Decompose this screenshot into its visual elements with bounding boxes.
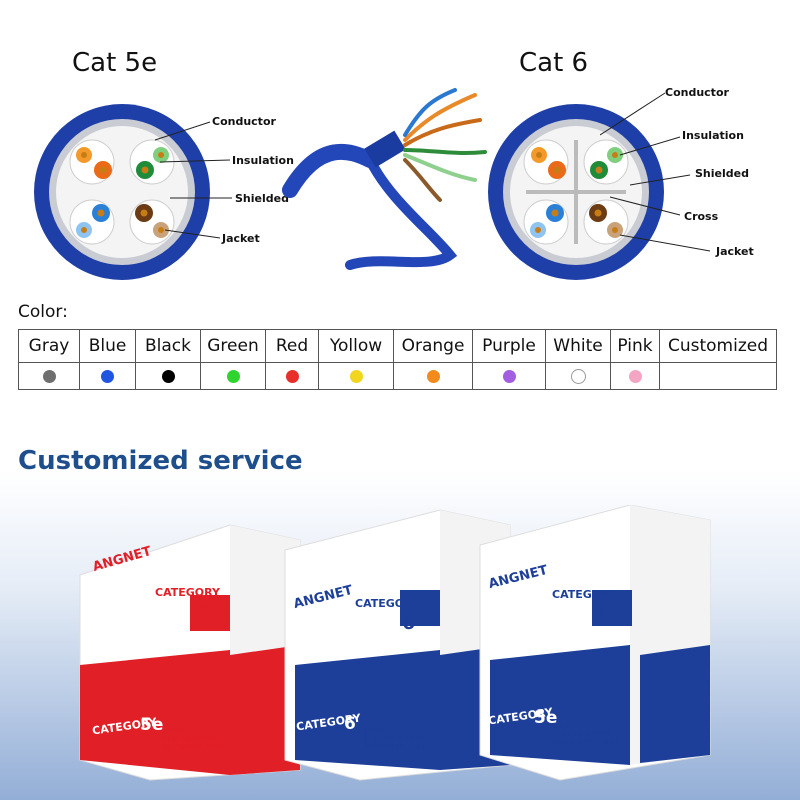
color-swatch-row [18, 362, 777, 390]
color-name-row: Gray Blue Black Green Red Yollow Orange … [18, 329, 777, 363]
blue-swatch [101, 369, 114, 383]
cat6-cross-section-diagram [488, 104, 664, 280]
color-name-gray: Gray [18, 329, 80, 363]
gray-swatch [42, 369, 56, 383]
cat5e-title: Cat 5e [72, 48, 158, 78]
color-name-customized: Customized [659, 329, 777, 363]
color-label: Color: [18, 302, 68, 322]
box2-category-value: 6 [402, 612, 416, 634]
color-options-table: Gray Blue Black Green Red Yollow Orange … [18, 329, 777, 390]
cat6-callout-insulation: Insulation [682, 129, 744, 142]
color-name-black: Black [135, 329, 201, 363]
box-cat5e-red [79, 524, 301, 781]
box1-subtitle: HIGH PERFORMANCE NETWORK CABLE [163, 727, 231, 751]
yollow-swatch [349, 369, 363, 383]
cat5e-callout-lines [154, 121, 232, 239]
service-title: Customized service [18, 446, 303, 476]
box1-side-value: 5e [140, 715, 164, 735]
cat6-callout-shielded: Shielded [695, 167, 749, 180]
cable-boxes-illustration [79, 505, 711, 781]
red-swatch [285, 369, 299, 383]
box2-subtitle: HIGH PERFORMANCE NETWORK CABLE [365, 727, 433, 751]
box3-category-label: CATEGORY [552, 588, 617, 601]
stripped-cable-illustration [282, 88, 487, 270]
color-name-blue: Blue [79, 329, 136, 363]
cat5e-callout-shielded: Shielded [235, 192, 289, 205]
cat5e-callout-jacket: Jacket [222, 232, 260, 245]
cat5e-cross-section-diagram [34, 104, 210, 280]
cat5e-callout-insulation: Insulation [232, 154, 294, 167]
pink-swatch [628, 369, 642, 383]
color-name-pink: Pink [610, 329, 660, 363]
cat6-callout-cross: Cross [684, 210, 719, 223]
color-name-green: Green [200, 329, 266, 363]
box1-category-value: 5e [200, 600, 227, 622]
box2-side-value: 6 [344, 714, 356, 734]
color-name-red: Red [265, 329, 319, 363]
color-name-white: White [545, 329, 611, 363]
cat6-callout-conductor: Conductor [665, 86, 729, 99]
color-name-purple: Purple [472, 329, 546, 363]
box-cat5e-blue [479, 505, 711, 781]
box3-category-value: 5e [598, 604, 625, 626]
orange-swatch [426, 369, 440, 383]
color-name-orange: Orange [393, 329, 473, 363]
black-swatch [161, 369, 175, 383]
purple-swatch [502, 369, 516, 383]
cat6-callout-lines [600, 92, 711, 252]
white-swatch [570, 368, 586, 384]
customized-swatch-empty [659, 362, 777, 390]
box1-category-label: CATEGORY [155, 586, 220, 599]
box3-side-value: 5e [534, 708, 558, 728]
box3-subtitle: HIGH PERFORMANCE NETWORK CABLE [553, 722, 621, 746]
cat5e-callout-conductor: Conductor [212, 115, 276, 128]
cat6-title: Cat 6 [519, 48, 589, 78]
cat6-callout-jacket: Jacket [716, 245, 754, 258]
box2-category-label: CATEGORY [355, 597, 420, 610]
color-name-yollow: Yollow [318, 329, 394, 363]
green-swatch [226, 369, 240, 383]
